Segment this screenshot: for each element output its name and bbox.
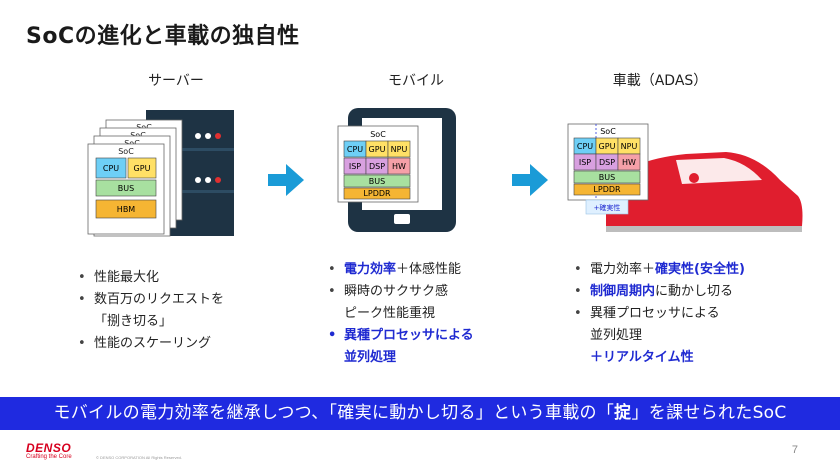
npu-label: NPU (391, 145, 408, 154)
list-item: ＋リアルタイム性 (590, 350, 694, 365)
list-item: 異種プロセッサによる (326, 325, 474, 347)
hbm-label: HBM (117, 205, 136, 214)
bullet-emphasis: 電力効率 (344, 262, 397, 277)
list-item: 並列処理 (344, 350, 397, 365)
label-server: サーバー (148, 73, 204, 89)
list-item: 電力効率＋体感性能 (326, 259, 474, 281)
gpu-block (127, 157, 157, 179)
list-item: 制御周期内に動かし切る (572, 281, 745, 303)
banner-text: 」を課せられたSoC (631, 403, 787, 423)
list-item: 数百万のリクエストを (76, 289, 224, 311)
arrow-server-to-mobile (268, 174, 286, 186)
hbm-block (95, 199, 157, 219)
label-adas: 車載（ADAS） (612, 73, 708, 89)
list-item: 「捌き切る」 (94, 314, 173, 329)
list-item: ピーク性能重視 (344, 306, 436, 321)
safety-tag-label: +確実性 (594, 203, 621, 212)
soc-card-label: SoC (130, 131, 146, 140)
bullet-text: ＋体感性能 (396, 262, 462, 277)
adas-illustration: SoC CPU GPU NPU ISP DSP HW BUS LPDDR +確実… (567, 123, 803, 232)
list-item: 性能のスケーリング (76, 333, 224, 355)
logo-tagline: Crafting the Core (26, 454, 72, 460)
list-item: 電力効率＋確実性(安全性) (572, 259, 745, 281)
adas-bullets: 電力効率＋確実性(安全性) 制御周期内に動かし切る 異種プロセッサによる 並列処… (572, 259, 745, 369)
mobile-illustration: SoC CPU GPU NPU ISP DSP HW BUS LPDDR (337, 108, 456, 232)
server-bullets: 性能最大化 数百万のリクエストを 「捌き切る」 性能のスケーリング (76, 267, 224, 355)
cpu-block (95, 157, 127, 179)
arrow-head-icon (530, 164, 548, 196)
summary-banner: モバイルの電力効率を継承しつつ、「確実に動かし切る」という車載の「掟」を課せられ… (0, 397, 840, 430)
denso-logo: DENSO (26, 441, 72, 455)
slide-title: SoCの進化と車載の独自性 (26, 24, 300, 49)
gpu-label: GPU (134, 164, 151, 173)
bullet-text: に動かし切る (655, 284, 734, 299)
page-number: 7 (791, 444, 798, 456)
gpu-label: GPU (369, 145, 386, 154)
copyright: © DENSO CORPORATION All Rights Reserved. (96, 455, 183, 460)
banner-emphasis: 掟 (614, 403, 632, 423)
safety-tag (585, 199, 629, 215)
soc-card-label: SoC (136, 123, 152, 132)
isp-label: ISP (579, 158, 591, 167)
mobile-bullets: 電力効率＋体感性能 瞬時のサクサク感 ピーク性能重視 異種プロセッサによる 並列… (326, 259, 474, 369)
list-item: 並列処理 (590, 328, 643, 343)
bus-label: BUS (369, 177, 385, 186)
banner-text: モバイルの電力効率を継承しつつ、「確実に動かし切る」という車載の「 (53, 403, 615, 423)
bullet-emphasis: 制御周期内 (590, 284, 656, 299)
bus-label: BUS (118, 184, 134, 193)
gpu-label: GPU (599, 142, 616, 151)
dsp-label: DSP (369, 162, 385, 171)
hw-label: HW (622, 158, 636, 167)
isp-label: ISP (349, 162, 361, 171)
cpu-label: CPU (103, 164, 119, 173)
list-item: 異種プロセッサによる (572, 303, 745, 325)
soc-card-label: SoC (118, 147, 134, 156)
lpddr-label: LPDDR (363, 189, 391, 198)
bus-block (95, 179, 157, 197)
list-item: 瞬時のサクサク感 (326, 281, 474, 303)
dsp-label: DSP (599, 158, 615, 167)
bullet-text: 電力効率＋ (590, 262, 656, 277)
bus-label: BUS (599, 173, 615, 182)
phone-home-button (394, 214, 410, 224)
soc-card-label: SoC (370, 130, 386, 139)
car-body (606, 152, 803, 226)
npu-label: NPU (621, 142, 638, 151)
arrow-mobile-to-adas (512, 174, 530, 186)
hw-label: HW (392, 162, 406, 171)
arrow-head-icon (286, 164, 304, 196)
list-item: 性能最大化 (76, 267, 224, 289)
soc-card-label: SoC (124, 139, 140, 148)
soc-card-label: SoC (600, 127, 616, 136)
bullet-emphasis: 確実性(安全性) (655, 262, 745, 277)
lpddr-label: LPDDR (593, 185, 621, 194)
cpu-label: CPU (347, 145, 363, 154)
server-illustration: SoC SoC SoC SoC CPU GPU BUS HBM (87, 110, 234, 237)
label-mobile: モバイル (388, 73, 444, 89)
cpu-label: CPU (577, 142, 593, 151)
